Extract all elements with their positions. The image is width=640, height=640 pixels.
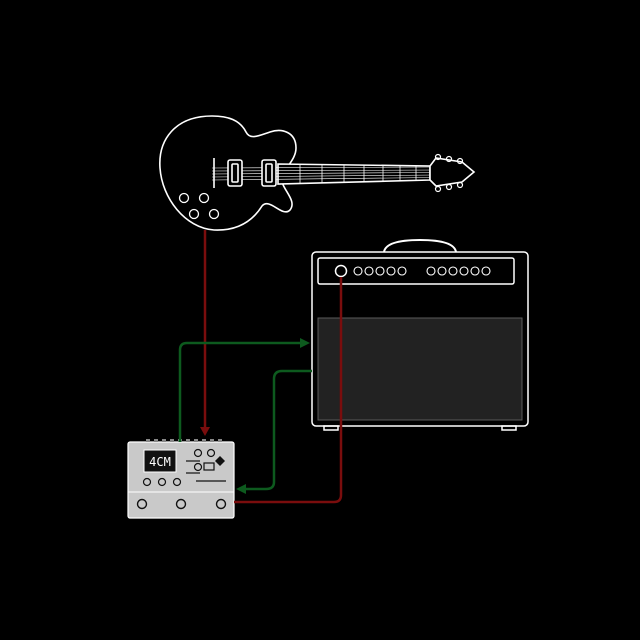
amp-foot-right	[501, 425, 517, 431]
processor-footswitches	[136, 498, 227, 510]
arrowhead-processor-to-amp-return	[300, 338, 310, 348]
amp-control-panel	[317, 257, 515, 285]
amp-handle	[383, 238, 457, 253]
guitar-knobs	[178, 192, 220, 220]
amp-knobs	[353, 266, 491, 276]
processor-controls	[142, 448, 226, 487]
amp-speaker-grille	[317, 317, 523, 421]
electric-guitar-icon	[159, 115, 476, 231]
processor-display-text: 4CM	[149, 455, 171, 469]
signal-cables	[178, 230, 343, 504]
guitar-strings	[211, 166, 437, 181]
tuning-pegs	[434, 153, 464, 193]
processor-screen	[143, 449, 177, 473]
cable-amp-send-to-processor	[244, 369, 312, 491]
arrowhead-guitar-to-processor	[200, 427, 210, 436]
cable-processor-to-amp-input	[234, 277, 343, 504]
cable-processor-to-amp-return	[178, 341, 302, 442]
amp-foot-left	[323, 425, 339, 431]
bridge-pickup-inner	[231, 163, 239, 183]
amp-input-jack	[334, 264, 348, 278]
arrowhead-amp-send-to-processor	[236, 484, 246, 494]
neck-pickup-inner	[265, 163, 273, 183]
multi-effects-processor: 4CM	[127, 439, 235, 519]
guitar-amp-icon	[311, 238, 529, 431]
